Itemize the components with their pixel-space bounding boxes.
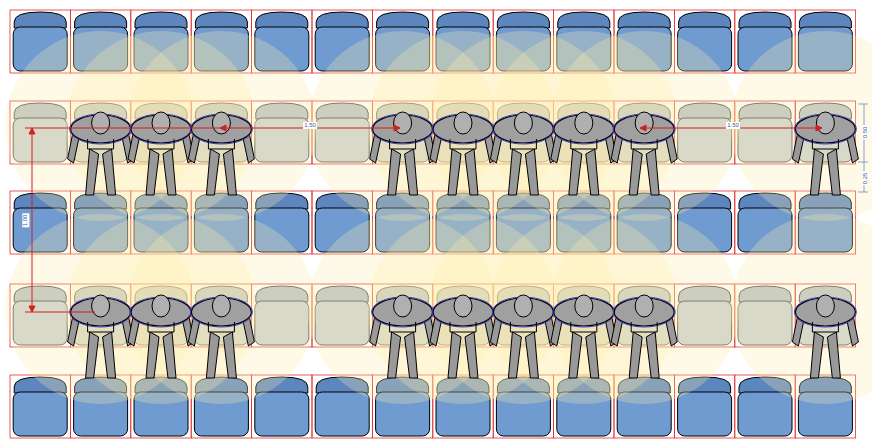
seated-person [611,295,677,378]
seated-person [188,295,254,378]
distance-circle [126,214,316,404]
dimension-label: 1.50 [726,122,740,129]
seated-person [551,112,617,195]
seated-person [68,112,134,195]
seated-person [430,112,496,195]
dimension-label: 0.50 [863,125,870,139]
seated-person [68,295,134,378]
distance-circle [730,214,872,404]
seated-person [792,112,858,195]
seated-person [188,112,254,195]
seated-person [370,112,436,195]
distance-circle [549,214,739,404]
seated-person [792,295,858,378]
dimension-label: 1.00 [23,213,30,227]
distance-circle [126,31,316,221]
dimension-label: 1.50 [303,122,317,129]
seated-person [551,295,617,378]
seated-person [128,295,194,378]
seated-person [430,295,496,378]
seated-person [490,112,556,195]
seated-person [370,295,436,378]
seated-person [128,112,194,195]
seated-person [611,112,677,195]
distance-circle [730,31,872,221]
dimension-label: 0.25 [863,171,870,185]
seated-person [490,295,556,378]
